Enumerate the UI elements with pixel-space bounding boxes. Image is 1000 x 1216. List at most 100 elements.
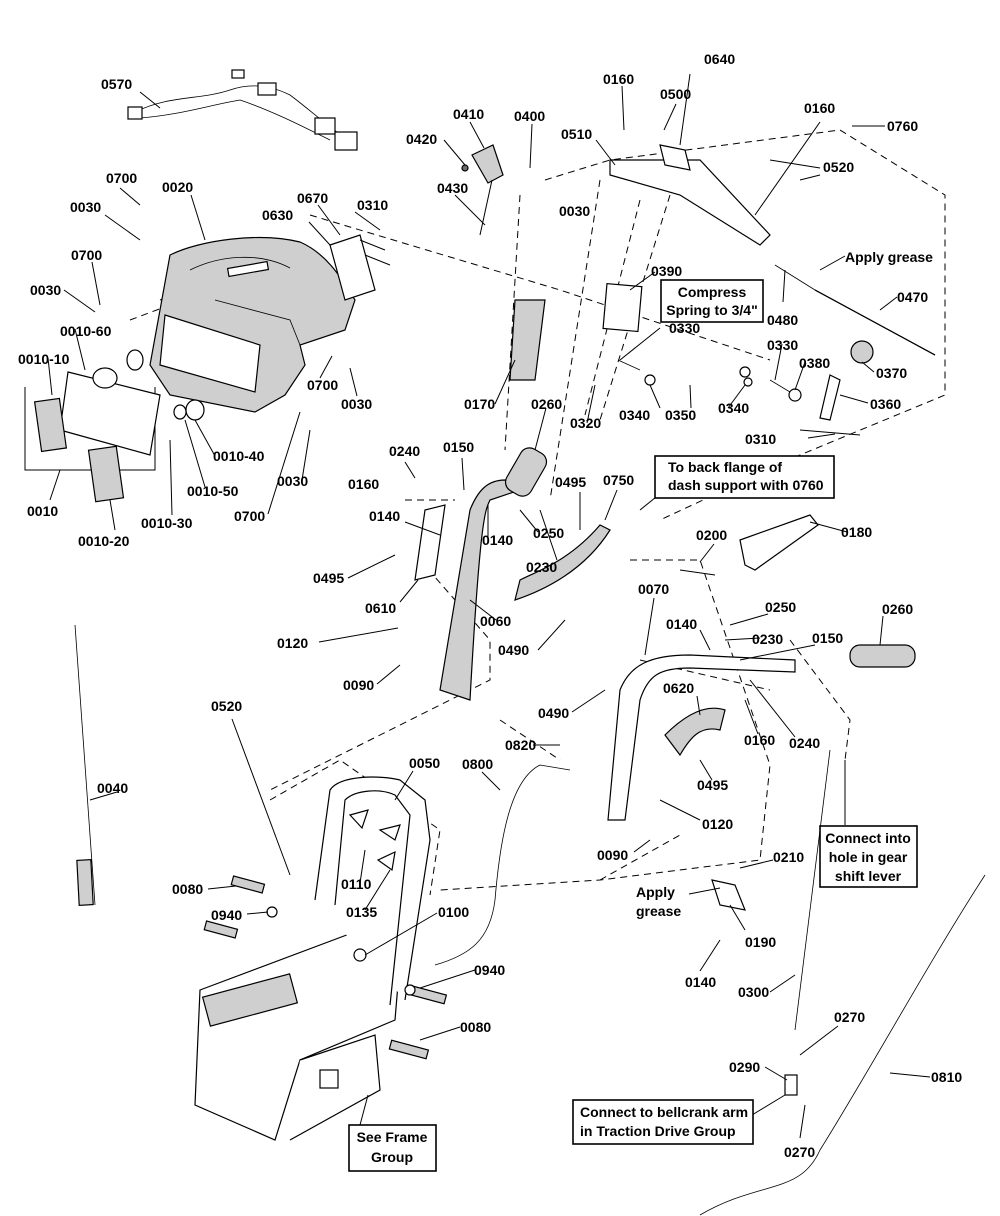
callout-0160: 0160 xyxy=(603,71,634,87)
dash-support-0510 xyxy=(602,144,771,333)
note-connect-gear-line2: hole in gear xyxy=(829,849,908,865)
callout-0510: 0510 xyxy=(561,126,592,142)
callout-0080: 0080 xyxy=(172,881,203,897)
callout-0310: 0310 xyxy=(745,431,776,447)
upper-handle-0060 xyxy=(414,299,611,701)
note-compress-spring: Compress Spring to 3/4" xyxy=(660,279,764,323)
callout-0520: 0520 xyxy=(211,698,242,714)
callout-0495: 0495 xyxy=(313,570,344,586)
callout-0240: 0240 xyxy=(789,735,820,751)
shift-lever-0410 xyxy=(461,144,504,236)
callout-0090: 0090 xyxy=(597,847,628,863)
note-connect-gear: Connect into hole in gear shift lever xyxy=(819,825,918,888)
note-frame-line2: Group xyxy=(371,1149,413,1165)
callout-0030: 0030 xyxy=(559,203,590,219)
callout-0940: 0940 xyxy=(474,962,505,978)
callout-0250: 0250 xyxy=(765,599,796,615)
callout-0810: 0810 xyxy=(931,1069,962,1085)
callout-0135: 0135 xyxy=(346,904,377,920)
callout-0410: 0410 xyxy=(453,106,484,122)
callout-0230: 0230 xyxy=(752,631,783,647)
callout-0430: 0430 xyxy=(437,180,468,196)
callout-0470: 0470 xyxy=(897,289,928,305)
callout-0500: 0500 xyxy=(660,86,691,102)
cables xyxy=(74,624,986,1216)
callout-0380: 0380 xyxy=(799,355,830,371)
note-frame-line1: See Frame xyxy=(357,1129,428,1145)
note-bellcrank: Connect to bellcrank arm in Traction Dri… xyxy=(572,1099,754,1145)
callout-0320: 0320 xyxy=(570,415,601,431)
callout-0150: 0150 xyxy=(812,630,843,646)
callout-0010-20: 0010-20 xyxy=(78,533,130,549)
callout-0700: 0700 xyxy=(307,377,338,393)
note-bellcrank-line2: in Traction Drive Group xyxy=(580,1123,736,1139)
callout-0400: 0400 xyxy=(514,108,545,124)
callout-0300: 0300 xyxy=(738,984,769,1000)
callout-0620: 0620 xyxy=(663,680,694,696)
callout-0670: 0670 xyxy=(297,190,328,206)
note-back-flange-line2: dash support with 0760 xyxy=(668,477,824,493)
callout-0180: 0180 xyxy=(841,524,872,540)
callout-0090: 0090 xyxy=(343,677,374,693)
note-connect-gear-line3: shift lever xyxy=(835,868,902,884)
callout-0640: 0640 xyxy=(704,51,735,67)
callout-0700: 0700 xyxy=(234,508,265,524)
callout-0010: 0010 xyxy=(27,503,58,519)
callout-0520: 0520 xyxy=(823,159,854,175)
callout-0150: 0150 xyxy=(443,439,474,455)
callout-0330: 0330 xyxy=(669,320,700,336)
callout-0190: 0190 xyxy=(745,934,776,950)
callout-0160: 0160 xyxy=(744,732,775,748)
bracket-0630 xyxy=(329,234,391,301)
callout-0700: 0700 xyxy=(106,170,137,186)
callout-0010-60: 0010-60 xyxy=(60,323,112,339)
note-apply-grease-right: Apply grease xyxy=(845,249,933,265)
callout-0390: 0390 xyxy=(651,263,682,279)
callout-0120: 0120 xyxy=(702,816,733,832)
callout-0160: 0160 xyxy=(804,100,835,116)
callout-0495: 0495 xyxy=(555,474,586,490)
callout-0060: 0060 xyxy=(480,613,511,629)
callout-0100: 0100 xyxy=(438,904,469,920)
callout-0700: 0700 xyxy=(71,247,102,263)
callout-0010-30: 0010-30 xyxy=(141,515,193,531)
note-bellcrank-line1: Connect to bellcrank arm xyxy=(580,1104,748,1120)
callout-0170: 0170 xyxy=(464,396,495,412)
frame-0050 xyxy=(194,776,431,1141)
callout-0290: 0290 xyxy=(729,1059,760,1075)
callout-0110: 0110 xyxy=(341,876,372,892)
callout-0350: 0350 xyxy=(665,407,696,423)
callout-0480: 0480 xyxy=(767,312,798,328)
callout-0030: 0030 xyxy=(30,282,61,298)
headlight-assembly xyxy=(33,349,205,503)
callout-0020: 0020 xyxy=(162,179,193,195)
callout-0370: 0370 xyxy=(876,365,907,381)
callout-0570: 0570 xyxy=(101,76,132,92)
callout-0200: 0200 xyxy=(696,527,727,543)
springs-and-bolts xyxy=(617,359,861,436)
leader-lines xyxy=(47,73,931,1139)
note-apply-line2: grease xyxy=(636,903,681,919)
callout-0490: 0490 xyxy=(498,642,529,658)
callout-0420: 0420 xyxy=(406,131,437,147)
callout-0210: 0210 xyxy=(773,849,804,865)
callout-0490: 0490 xyxy=(538,705,569,721)
chute-crank-0470 xyxy=(774,264,936,421)
lower-handle-0070 xyxy=(607,514,916,821)
callout-0140: 0140 xyxy=(369,508,400,524)
callout-0340: 0340 xyxy=(619,407,650,423)
callout-0080: 0080 xyxy=(460,1019,491,1035)
callout-0610: 0610 xyxy=(365,600,396,616)
callout-0030: 0030 xyxy=(277,473,308,489)
callout-0240: 0240 xyxy=(389,443,420,459)
callout-0340: 0340 xyxy=(718,400,749,416)
callout-0250: 0250 xyxy=(533,525,564,541)
callout-0260: 0260 xyxy=(531,396,562,412)
callout-0940: 0940 xyxy=(211,907,242,923)
callout-0820: 0820 xyxy=(505,737,536,753)
callout-0750: 0750 xyxy=(603,472,634,488)
callout-0360: 0360 xyxy=(870,396,901,412)
callout-0160: 0160 xyxy=(348,476,379,492)
